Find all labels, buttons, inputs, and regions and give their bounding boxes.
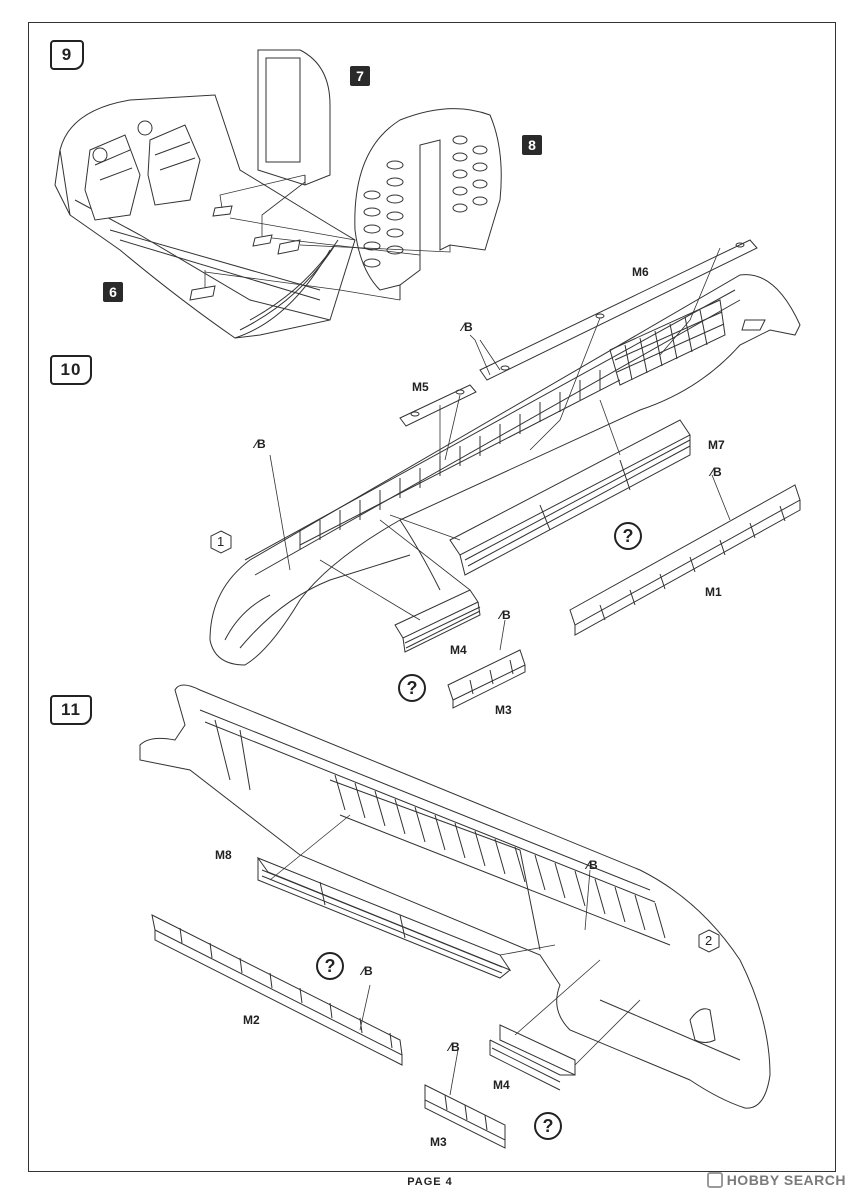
cockpit-floor-assembly: [54, 94, 356, 339]
label-m1: M1: [705, 585, 722, 599]
glue-marker-pencil-icon: ⁄B: [462, 320, 473, 334]
glue-marker-label: B: [713, 465, 722, 479]
part-m8: [256, 856, 512, 979]
part-m4-bottom: [489, 1024, 576, 1091]
step-number-11: 11: [50, 695, 92, 725]
step-number-9: 9: [50, 40, 84, 70]
watermark-logo-icon: [706, 1172, 723, 1188]
step-number-10: 10: [50, 355, 92, 385]
part-m7: [449, 419, 691, 576]
label-m3-bottom: M3: [430, 1135, 447, 1149]
question-mark-icon: ?: [398, 674, 426, 702]
part-m1: [569, 484, 801, 636]
part-badge-7: 7: [350, 66, 370, 86]
hex-1-icon: [210, 530, 232, 554]
label-m6: M6: [632, 265, 649, 279]
part-m2: [151, 914, 403, 1066]
glue-marker-pencil-icon: ⁄B: [711, 465, 722, 479]
step11-leader-lines: [269, 814, 641, 1096]
glue-marker-pencil-icon: ⁄B: [500, 608, 511, 622]
question-mark-icon: ?: [316, 952, 344, 980]
fuselage-half-1: [209, 274, 801, 666]
bulkhead-8: [354, 108, 502, 300]
watermark: HOBBY SEARCH: [706, 1172, 846, 1188]
label-m2: M2: [243, 1013, 260, 1027]
part-m4-top: [394, 589, 481, 653]
hex-label-1: 1: [217, 534, 225, 549]
label-m5: M5: [412, 380, 429, 394]
glue-marker-label: B: [364, 964, 373, 978]
step10-leader-lines: [269, 247, 731, 651]
page-number: PAGE 4: [407, 1176, 453, 1188]
label-m4-bottom: M4: [493, 1078, 510, 1092]
label-m4-top: M4: [450, 643, 467, 657]
label-m7: M7: [708, 438, 725, 452]
bulkhead-7: [257, 49, 331, 186]
glue-marker-label: B: [502, 608, 511, 622]
hex-2-icon: [698, 929, 720, 953]
part-m5: [399, 384, 477, 427]
hex-label-2: 2: [705, 933, 713, 948]
part-badge-8: 8: [522, 135, 542, 155]
part-badge-6: 6: [103, 282, 123, 302]
question-mark-icon: ?: [614, 522, 642, 550]
glue-marker-label: B: [464, 320, 473, 334]
label-m8: M8: [215, 848, 232, 862]
instruction-sheet-border: [28, 22, 836, 1172]
label-m3-top: M3: [495, 703, 512, 717]
fuselage-half-2: [139, 684, 771, 1109]
glue-marker-pencil-icon: ⁄B: [587, 858, 598, 872]
question-mark-icon: ?: [534, 1112, 562, 1140]
part-m3-bottom: [424, 1084, 506, 1149]
step9-leader-lines: [204, 174, 451, 301]
glue-marker-label: B: [257, 437, 266, 451]
watermark-text: HOBBY SEARCH: [726, 1172, 846, 1188]
glue-marker-pencil-icon: ⁄B: [255, 437, 266, 451]
glue-marker-label: B: [451, 1040, 460, 1054]
glue-marker-pencil-icon: ⁄B: [449, 1040, 460, 1054]
glue-marker-label: B: [589, 858, 598, 872]
glue-marker-pencil-icon: ⁄B: [362, 964, 373, 978]
part-m3-top: [447, 649, 526, 709]
